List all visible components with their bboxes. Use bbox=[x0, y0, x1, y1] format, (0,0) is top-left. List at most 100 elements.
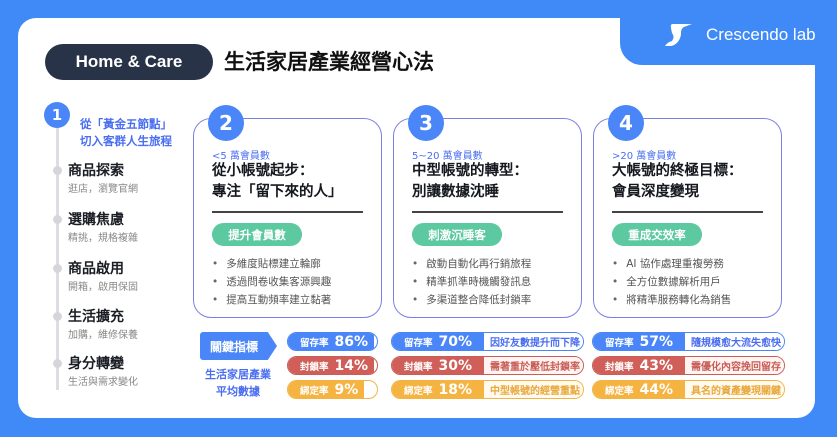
metric-value: 9% bbox=[334, 381, 359, 398]
stage-dot bbox=[53, 264, 62, 273]
divider bbox=[612, 211, 763, 213]
metric-note: 因好友數提升而下降 bbox=[484, 333, 583, 350]
industry-tag: Home & Care bbox=[45, 44, 213, 80]
journey-intro: 從「黃金五節點」切入客群人生旅程 bbox=[80, 116, 172, 150]
metric-note: 需著重於壓低封鎖率 bbox=[484, 357, 583, 374]
metric-binding: 綁定率 18% 中型帳號的經營重點 bbox=[391, 380, 584, 399]
intro-line: 切入客群人生旅程 bbox=[80, 134, 172, 148]
main-panel bbox=[18, 18, 815, 418]
metric-name: 綁定率 bbox=[300, 385, 329, 397]
metric-note: 中型帳號的經營重點 bbox=[484, 381, 583, 398]
stage-dot bbox=[53, 312, 62, 321]
journey-stage: 商品啟用開箱，啟用保固 bbox=[53, 258, 138, 293]
metric-value: 14% bbox=[334, 357, 369, 374]
metric-note: 具名的資產變現關鍵 bbox=[685, 381, 784, 398]
goal-pill: 重成交效率 bbox=[612, 223, 702, 246]
metric-retention: 留存率 70% 因好友數提升而下降 bbox=[391, 332, 584, 351]
metric-name: 封鎖率 bbox=[404, 361, 433, 373]
bullet: 將精準服務轉化為銷售 bbox=[612, 291, 731, 309]
stage-desc: 生活與需求變化 bbox=[68, 377, 138, 388]
stage-title: 生活擴充 bbox=[68, 309, 124, 325]
stage-title: 商品啟用 bbox=[68, 261, 124, 277]
key-metrics-label: 關鍵指標 bbox=[200, 332, 277, 360]
metric-value: 30% bbox=[438, 357, 473, 374]
brand-logo: Crescendo lab bbox=[664, 22, 816, 48]
strategy-card-small: 2 <5 萬會員數 從小帳號起步： 專注「留下來的人」 提升會員數 多維度貼標建立… bbox=[193, 105, 382, 318]
journey-stage: 選購焦慮精挑，規格複雜 bbox=[53, 209, 138, 244]
bullet: 啟動自動化再行銷旅程 bbox=[412, 255, 531, 273]
stage-dot bbox=[53, 166, 62, 175]
bullet: 提高互動頻率建立黏著 bbox=[212, 291, 331, 309]
bullet-list: 啟動自動化再行銷旅程精準抓準時機觸發訊息多渠道整合降低封鎖率 bbox=[412, 255, 531, 309]
metric-retention: 留存率 57% 隨規模愈大流失愈快 bbox=[592, 332, 785, 351]
goal-pill: 刺激沉睡客 bbox=[412, 223, 502, 246]
card-title: 大帳號的終極目標： 會員深度變現 bbox=[612, 161, 743, 203]
brand-name: Crescendo lab bbox=[706, 25, 816, 44]
logo-area bbox=[620, 0, 837, 65]
metric-value: 44% bbox=[639, 381, 674, 398]
stage-title: 身分轉變 bbox=[68, 356, 124, 372]
journey-stage: 生活擴充加購，維修保養 bbox=[53, 306, 138, 341]
sub-line: 平均數據 bbox=[216, 385, 260, 398]
sub-line: 生活家居產業 bbox=[205, 368, 271, 381]
metric-block: 封鎖率 43% 需優化內容挽回留存 bbox=[592, 356, 785, 375]
metric-binding: 綁定率 44% 具名的資產變現關鍵 bbox=[592, 380, 785, 399]
metric-binding: 綁定率 9% bbox=[287, 380, 378, 399]
metric-name: 綁定率 bbox=[404, 385, 433, 397]
metric-value: 57% bbox=[639, 333, 674, 350]
metric-value: 86% bbox=[334, 333, 369, 350]
stage-title: 商品探索 bbox=[68, 163, 124, 179]
stage-title: 選購焦慮 bbox=[68, 212, 124, 228]
metric-name: 封鎖率 bbox=[605, 361, 634, 373]
title-line: 會員深度變現 bbox=[612, 184, 699, 200]
step-number: 2 bbox=[208, 105, 244, 141]
card-title: 從小帳號起步： 專注「留下來的人」 bbox=[212, 161, 343, 203]
journey-stage: 身分轉變生活與需求變化 bbox=[53, 353, 138, 388]
bullet: 全方位數據解析用戶 bbox=[612, 273, 731, 291]
metric-retention: 留存率 86% bbox=[287, 332, 378, 351]
stage-desc: 逛店，瀏覽官網 bbox=[68, 184, 138, 195]
metric-name: 留存率 bbox=[404, 337, 433, 349]
title-line: 大帳號的終極目標： bbox=[612, 163, 743, 179]
industry-average-label: 生活家居產業平均數據 bbox=[196, 366, 280, 400]
metric-value: 43% bbox=[639, 357, 674, 374]
bullet: 精準抓準時機觸發訊息 bbox=[412, 273, 531, 291]
metric-note: 隨規模愈大流失愈快 bbox=[685, 333, 784, 350]
bullet: 多渠道整合降低封鎖率 bbox=[412, 291, 531, 309]
goal-pill: 提升會員數 bbox=[212, 223, 302, 246]
metric-block: 封鎖率 30% 需著重於壓低封鎖率 bbox=[391, 356, 584, 375]
metric-note: 需優化內容挽回留存 bbox=[685, 357, 784, 374]
bullet: 多維度貼標建立輪廓 bbox=[212, 255, 331, 273]
pelican-icon bbox=[665, 24, 692, 46]
title-line: 中型帳號的轉型： bbox=[412, 163, 528, 179]
metric-block: 封鎖率 14% bbox=[287, 356, 378, 375]
stage-dot bbox=[53, 359, 62, 368]
member-range: 5~20 萬會員數 bbox=[412, 151, 483, 162]
title-line: 專注「留下來的人」 bbox=[212, 184, 343, 200]
metric-value: 70% bbox=[438, 333, 473, 350]
bullet-list: 多維度貼標建立輪廓透過問卷收集客源興趣提高互動頻率建立黏著 bbox=[212, 255, 331, 309]
title-line: 從小帳號起步： bbox=[212, 163, 314, 179]
metric-name: 封鎖率 bbox=[300, 361, 329, 373]
step-number: 4 bbox=[608, 105, 644, 141]
bullet-list: AI 協作處理重複勞務全方位數據解析用戶將精準服務轉化為銷售 bbox=[612, 255, 731, 309]
journey-stage: 商品探索逛店，瀏覽官網 bbox=[53, 160, 138, 195]
divider bbox=[412, 211, 563, 213]
page-title: 生活家居產業經營心法 bbox=[224, 50, 434, 74]
step-number: 3 bbox=[408, 105, 444, 141]
member-range: <5 萬會員數 bbox=[212, 151, 270, 162]
stage-dot bbox=[53, 215, 62, 224]
bullet: AI 協作處理重複勞務 bbox=[612, 255, 731, 273]
strategy-card-large: 4 >20 萬會員數 大帳號的終極目標：會員深度變現 重成交效率 AI 協作處理… bbox=[593, 105, 782, 318]
intro-line: 從「黃金五節點」 bbox=[80, 117, 172, 131]
metric-value: 18% bbox=[438, 381, 473, 398]
stage-desc: 開箱，啟用保固 bbox=[68, 282, 138, 293]
metric-name: 留存率 bbox=[300, 337, 329, 349]
stage-desc: 加購，維修保養 bbox=[68, 330, 138, 341]
strategy-card-mid: 3 5~20 萬會員數 中型帳號的轉型： 別讓數據沈睡 刺激沉睡客 啟動自動化再行… bbox=[393, 105, 582, 318]
divider bbox=[212, 211, 363, 213]
metric-name: 綁定率 bbox=[605, 385, 634, 397]
journey-line bbox=[56, 128, 59, 390]
metric-name: 留存率 bbox=[605, 337, 634, 349]
title-line: 別讓數據沈睡 bbox=[412, 184, 499, 200]
